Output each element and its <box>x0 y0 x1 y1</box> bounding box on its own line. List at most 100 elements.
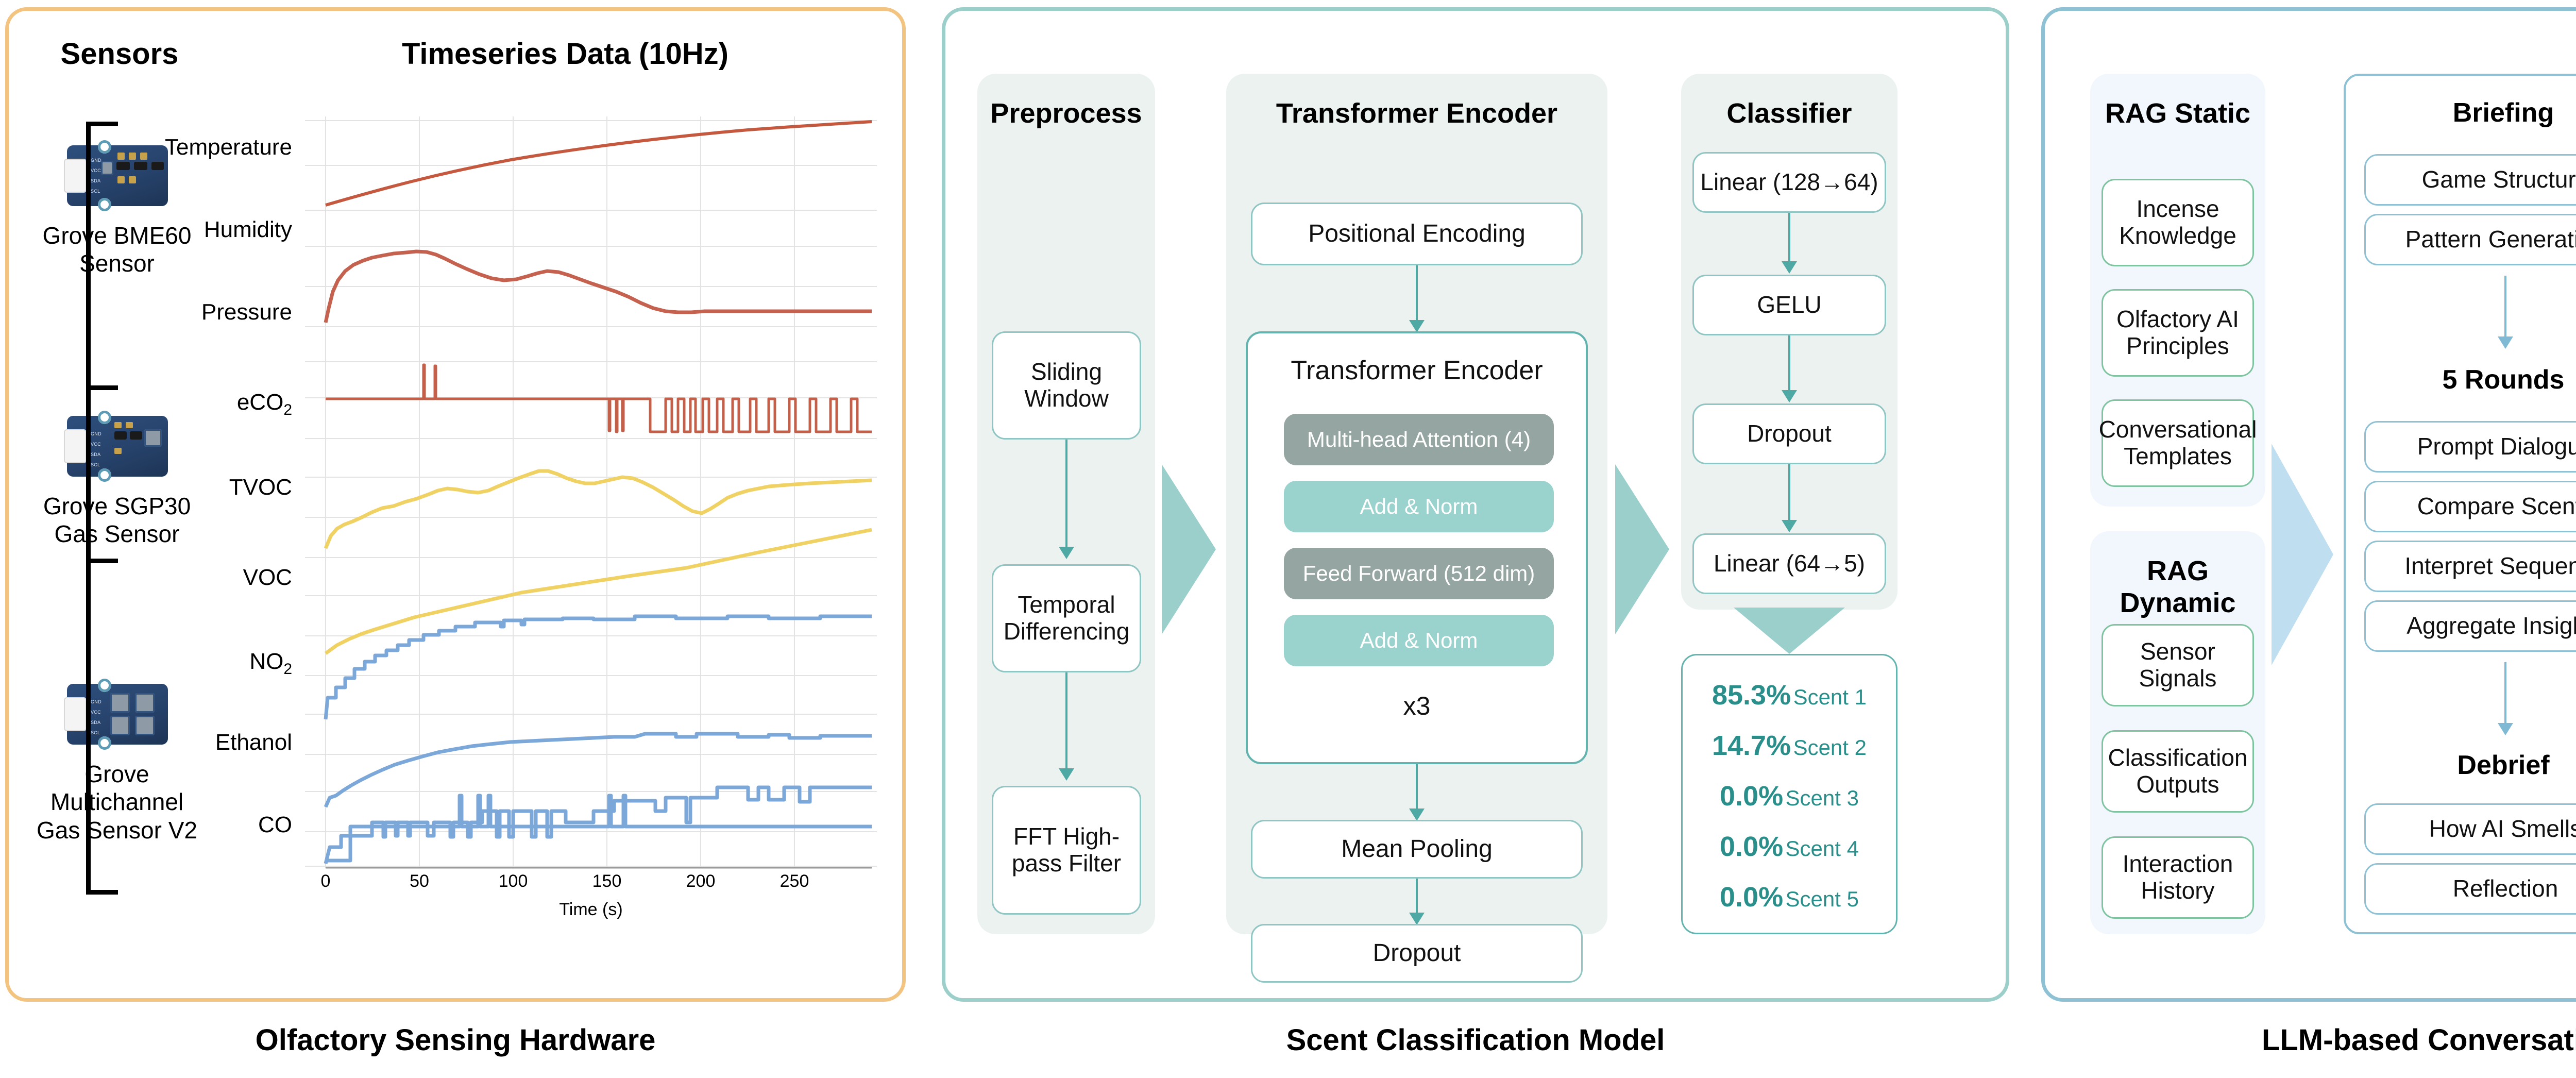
channel-label-ethanol: Ethanol <box>215 730 292 755</box>
node-dropout-encoder[interactable]: Dropout <box>1251 924 1583 983</box>
series-humidity <box>324 249 872 323</box>
node-linear-128-64[interactable]: Linear (128→64) <box>1692 152 1886 213</box>
sgp30-board-image: GND VCC SDA SCL <box>58 408 176 485</box>
rag-dynamic-title: RAG Dynamic <box>2120 555 2236 618</box>
channel-label-humidity: Humidity <box>204 217 292 242</box>
sensor-name-line: Grove <box>84 761 149 787</box>
arrow-classifier-to-probabilities <box>1734 608 1845 654</box>
node-olfactory-ai-principles[interactable]: Olfactory AI Principles <box>2102 289 2254 377</box>
connector-briefing-to-rounds <box>2498 276 2513 349</box>
arrow-rag-to-briefing <box>2272 444 2333 665</box>
timeseries-svg <box>305 116 877 869</box>
column-rag-static: RAG Static Incense Knowledge Olfactory A… <box>2090 74 2265 507</box>
x-tick-150: 150 <box>592 871 622 891</box>
channel-label-pressure: Pressure <box>201 299 292 325</box>
node-fft-highpass-filter[interactable]: FFT High-pass Filter <box>992 786 1141 915</box>
node-mean-pooling[interactable]: Mean Pooling <box>1251 820 1583 879</box>
connector-temporal-to-fft <box>1059 672 1074 781</box>
node-gelu[interactable]: GELU <box>1692 275 1886 335</box>
caption-hardware: Olfactory Sensing Hardware <box>255 1023 656 1057</box>
chip-add-norm-1[interactable]: Add & Norm <box>1284 481 1554 532</box>
probability-value: 0.0% <box>1720 831 1784 862</box>
node-how-ai-smells[interactable]: How AI Smells <box>2364 803 2576 855</box>
series-eco2 <box>324 469 872 549</box>
node-sliding-window[interactable]: Sliding Window <box>992 331 1141 440</box>
probability-row-3: 0.0% Scent 3 <box>1683 780 1896 812</box>
chip-feed-forward[interactable]: Feed Forward (512 dim) <box>1284 548 1554 599</box>
sensor-name-line: Grove SGP30 <box>43 493 191 519</box>
connector-sliding-to-temporal <box>1059 440 1074 559</box>
caption-model: Scent Classification Model <box>1286 1023 1665 1057</box>
timeseries-heading: Timeseries Data (10Hz) <box>401 37 728 71</box>
encoder-repeat-count: x3 <box>1403 692 1431 720</box>
rounds-title: 5 Rounds <box>2442 365 2565 395</box>
chip-add-norm-2[interactable]: Add & Norm <box>1284 615 1554 666</box>
connector-linear1-to-gelu <box>1782 213 1797 274</box>
channel-label-eco2: eCO2 <box>236 390 292 418</box>
multichannel-board-image: GND VCC SDA SCL <box>58 676 176 753</box>
node-compare-scents[interactable]: Compare Scents <box>2364 481 2576 532</box>
probability-value: 0.0% <box>1720 882 1784 913</box>
probability-label: Scent 3 <box>1785 786 1859 810</box>
x-tick-250: 250 <box>779 871 809 891</box>
connector-gelu-to-dropout <box>1782 335 1797 402</box>
encoder-block: Transformer Encoder Multi-head Attention… <box>1246 331 1588 764</box>
node-pattern-generation[interactable]: Pattern Generation <box>2364 214 2576 265</box>
sensors-heading: Sensors <box>60 37 179 71</box>
briefing-title: Briefing <box>2452 98 2554 128</box>
column-classifier: Classifier Linear (128→64) GELU Dropout … <box>1681 74 1897 610</box>
grid-lines <box>305 116 877 868</box>
sensor-card-bme60: GND VCC SDA SCL Grove BME60 Sensor <box>32 137 202 278</box>
debrief-title: Debrief <box>2457 750 2550 780</box>
node-positional-encoding[interactable]: Positional Encoding <box>1251 203 1583 265</box>
probability-label: Scent 1 <box>1793 685 1867 709</box>
column-briefing: Briefing Game Structure Pattern Generati… <box>2344 74 2576 934</box>
node-interaction-history[interactable]: Interaction History <box>2102 836 2254 919</box>
rag-static-title: RAG Static <box>2105 98 2251 129</box>
series-pressure <box>326 363 872 433</box>
channel-label-temperature: Temperature <box>164 134 292 160</box>
series-temperature <box>325 120 872 207</box>
node-prompt-dialogue[interactable]: Prompt Dialogue <box>2364 421 2576 473</box>
node-aggregate-insights[interactable]: Aggregate Insights <box>2364 600 2576 652</box>
sensor-card-multichannel: GND VCC SDA SCL Grove Multichannel Gas S… <box>32 676 202 844</box>
column-rag-dynamic: RAG Dynamic Sensor Signals Classificatio… <box>2090 531 2265 934</box>
classifier-title: Classifier <box>1726 98 1852 129</box>
node-sensor-signals[interactable]: Sensor Signals <box>2102 624 2254 706</box>
sensor-name-sgp30: Grove SGP30 Gas Sensor <box>32 492 202 548</box>
node-reflection[interactable]: Reflection <box>2364 863 2576 915</box>
preprocess-title: Preprocess <box>990 98 1142 129</box>
probability-row-5: 0.0% Scent 5 <box>1683 881 1896 913</box>
node-temporal-differencing[interactable]: Temporal Differencing <box>992 564 1141 672</box>
node-dropout-classifier[interactable]: Dropout <box>1692 403 1886 464</box>
column-transformer-encoder: Transformer Encoder Positional Encoding … <box>1226 74 1607 983</box>
channel-label-voc: VOC <box>243 565 292 590</box>
node-incense-knowledge[interactable]: Incense Knowledge <box>2102 179 2254 266</box>
sensor-name-line: Gas Sensor V2 <box>37 816 197 844</box>
probability-label: Scent 4 <box>1785 836 1859 861</box>
connector-encoder-to-meanpool <box>1409 764 1425 821</box>
probability-row-4: 0.0% Scent 4 <box>1683 831 1896 863</box>
probability-value: 14.7% <box>1711 730 1791 761</box>
sensor-card-sgp30: GND VCC SDA SCL Grove SGP30 Gas Sensor <box>32 408 202 548</box>
node-game-structure[interactable]: Game Structure <box>2364 154 2576 206</box>
node-linear-64-5[interactable]: Linear (64→5) <box>1692 533 1886 594</box>
sensor-name-bme60: Grove BME60 Sensor <box>32 222 202 278</box>
arrow-encoder-to-classifier <box>1615 464 1669 634</box>
connector-posenc-to-encoder <box>1409 265 1425 332</box>
node-conversational-templates[interactable]: Conversational Templates <box>2099 399 2257 487</box>
arrow-preprocess-to-encoder <box>1162 464 1216 634</box>
probability-label: Scent 2 <box>1793 735 1867 760</box>
connector-meanpool-to-dropout <box>1409 879 1425 925</box>
x-tick-0: 0 <box>320 871 331 891</box>
chip-multihead-attention[interactable]: Multi-head Attention (4) <box>1284 414 1554 465</box>
panel-scent-classification-model: Preprocess Sliding Window Temporal Diffe… <box>942 7 2009 1002</box>
sensor-name-line: Gas Sensor <box>54 520 180 548</box>
encoder-block-title: Transformer Encoder <box>1291 356 1543 385</box>
x-tick-50: 50 <box>410 871 429 891</box>
node-interpret-sequence[interactable]: Interpret Sequence <box>2364 541 2576 592</box>
sensor-channel-bracket <box>86 122 119 895</box>
node-classification-outputs[interactable]: Classification Outputs <box>2102 730 2254 813</box>
panel-olfactory-sensing-hardware: Sensors Timeseries Data (10Hz) GND VCC <box>5 7 906 1002</box>
series-voc <box>324 614 872 720</box>
